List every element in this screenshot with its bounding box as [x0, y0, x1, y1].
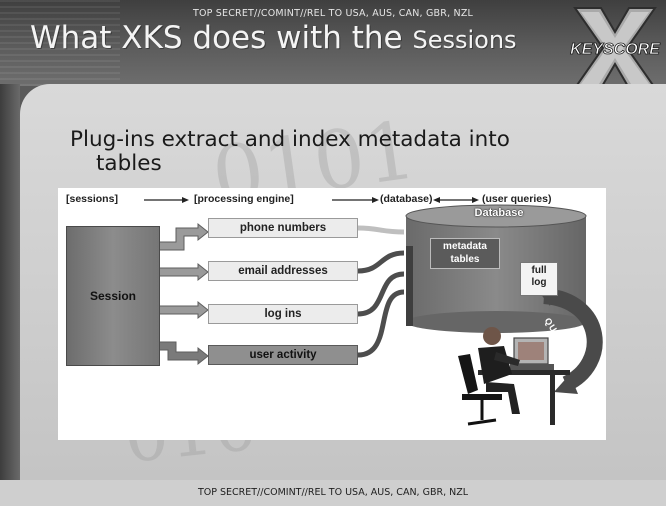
connector-logins [357, 271, 405, 317]
title-banner [0, 0, 666, 86]
slide-title: What XKS does with the Sessions [30, 20, 517, 56]
fulllog-line-1: full [531, 265, 547, 276]
user-at-computer-illustration [458, 327, 570, 426]
full-log-box: full log [520, 262, 558, 296]
database-cylinder [405, 204, 587, 333]
plugin-phone-numbers: phone numbers [208, 218, 358, 238]
stage-processing: [processing engine] [194, 193, 294, 205]
title-main: What XKS does with the [30, 20, 413, 56]
diagram-graphics [144, 197, 603, 426]
footer-strip [0, 480, 666, 506]
stage-database: (database) [380, 193, 433, 205]
subtitle-line-1: Plug-ins extract and index metadata into [70, 127, 510, 152]
banner-pattern [0, 0, 120, 86]
logo-text: KEYSCORE [570, 41, 661, 58]
processing-diagram: [sessions] [processing engine] (database… [58, 188, 606, 440]
database-label: Database [474, 207, 524, 219]
classification-banner-top: TOP SECRET//COMINT//REL TO USA, AUS, CAN… [192, 8, 474, 19]
metadata-line-2: tables [450, 254, 480, 265]
title-tail: Sessions [412, 26, 517, 54]
stage-queries: (user queries) [482, 193, 552, 205]
xkeyscore-logo: KEYSCORE [570, 7, 662, 89]
classification-banner-bottom: TOP SECRET//COMINT//REL TO USA, AUS, CAN… [197, 487, 469, 498]
session-box: Session [66, 226, 160, 366]
fulllog-line-2: log [531, 277, 547, 288]
slide-subtitle: Plug-ins extract and index metadata into… [70, 128, 630, 176]
subtitle-line-2: tables [96, 151, 162, 176]
metadata-line-1: metadata [443, 241, 487, 252]
stage-arrow-3 [433, 197, 479, 203]
stage-arrow-2 [332, 197, 379, 203]
plugin-email-addresses: email addresses [208, 261, 358, 281]
stage-sessions: [sessions] [66, 193, 118, 205]
session-pipes [157, 222, 209, 366]
stage-labels: [sessions] [processing engine] (database… [58, 193, 606, 207]
connector-email [357, 250, 405, 274]
plugin-log-ins: log ins [208, 304, 358, 324]
left-edge [0, 84, 20, 506]
plugin-user-activity: user activity [208, 345, 358, 365]
metadata-tables-box: metadata tables [430, 238, 500, 269]
connector-phone [357, 225, 405, 235]
connector-activity [357, 289, 405, 358]
stage-arrow-1 [144, 197, 189, 203]
session-label: Session [89, 289, 137, 303]
